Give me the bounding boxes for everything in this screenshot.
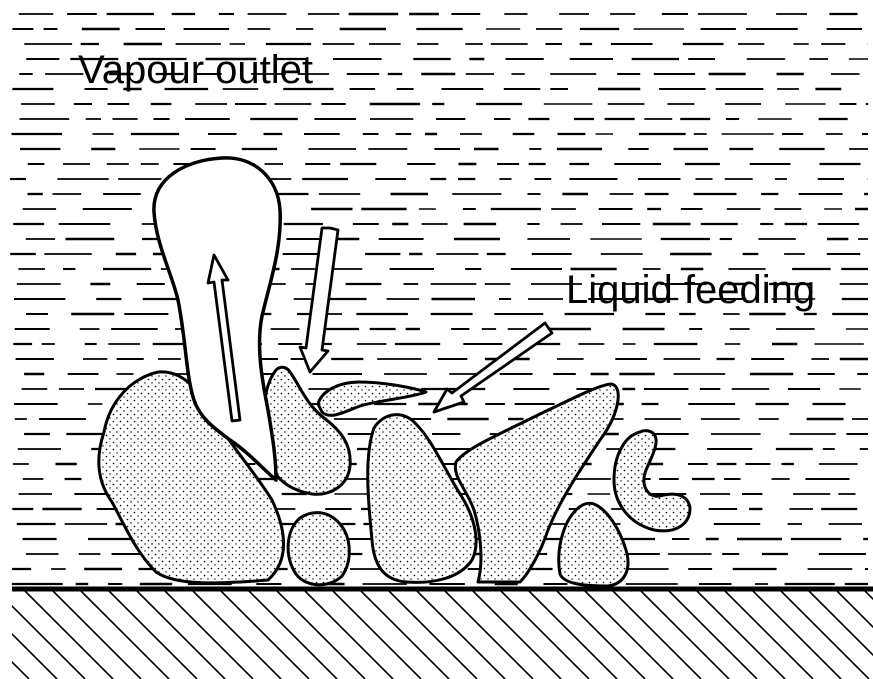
small-flake-particle [318,382,426,415]
round-particle-bottom [288,513,349,585]
heated-wall [0,589,873,679]
particle-center [368,415,476,583]
hook-particle [614,431,690,531]
small-particle-right [559,503,628,586]
vapour-outlet-label: Vapour outlet [78,50,313,90]
liquid-feeding-arrow-diagonal [434,323,552,412]
liquid-feeding-label: Liquid feeding [566,270,815,310]
